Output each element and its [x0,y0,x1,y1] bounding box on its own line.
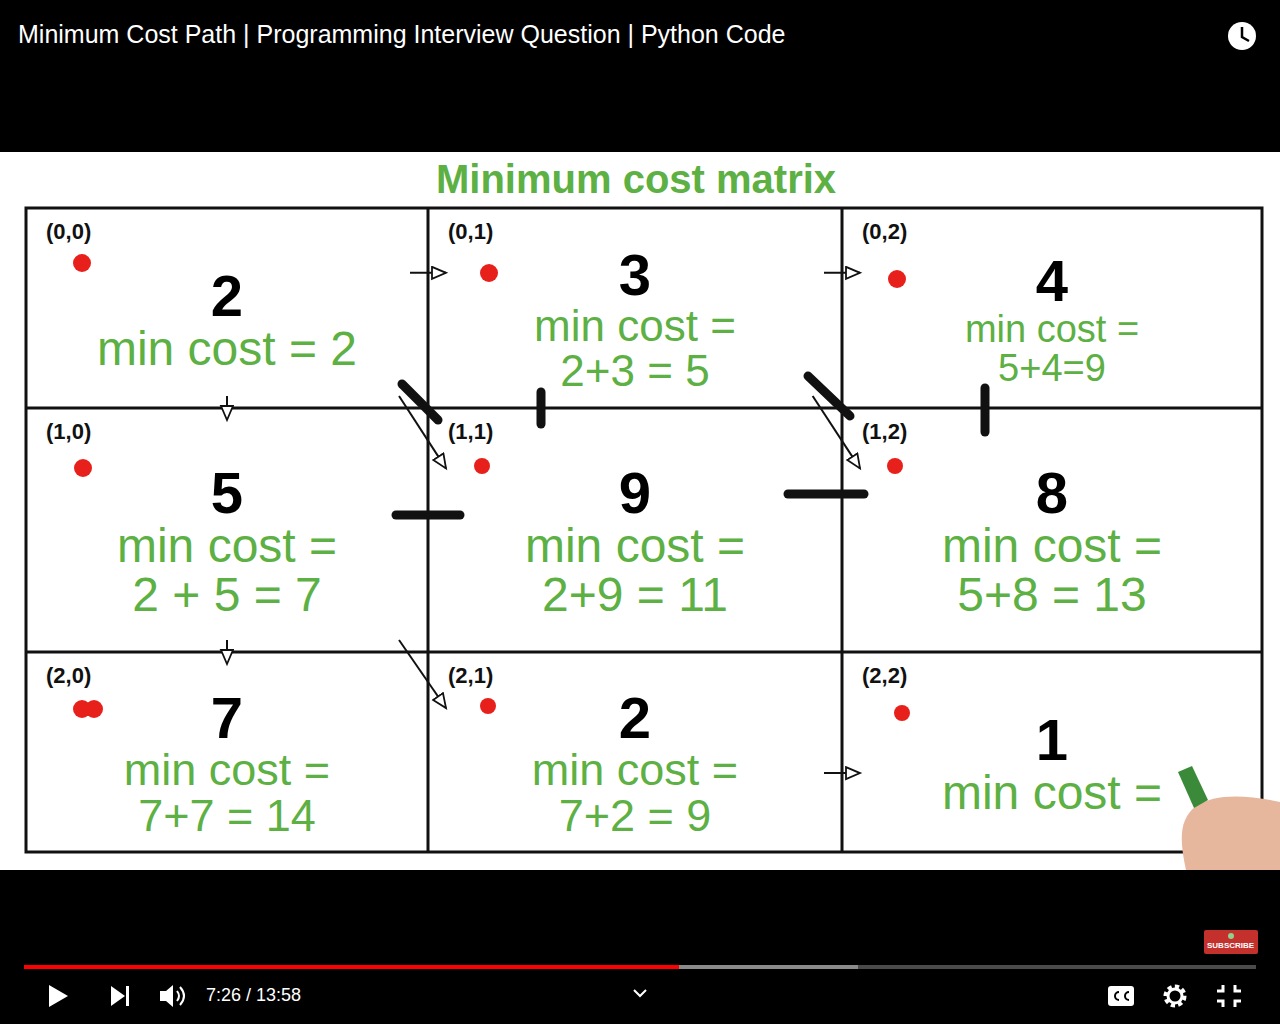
arrow-connector [226,640,228,664]
diagram-title: Minimum cost matrix [436,157,836,201]
arrow-connector [410,272,446,274]
arrow-connector [399,640,446,708]
min-cost-text: min cost = 2 + 5 = 7 [102,522,352,620]
subscribe-watermark: SUBSCRIBE [1207,942,1254,951]
arrow-connector [824,272,860,274]
arrow-connector [399,396,446,468]
tally-mark [402,384,438,420]
red-dot [887,458,903,474]
grid-line [26,651,1262,654]
red-dot [480,264,498,282]
marker-pen [1178,766,1208,808]
matrix-cell: (2,2)1min cost = [860,664,1244,840]
grid-line [427,208,430,852]
cell-coordinate: (0,0) [44,220,91,244]
grid-border [26,208,1262,852]
clock-icon [1228,22,1256,50]
cell-body: 9min cost = 2+9 = 11 [446,444,824,640]
cell-body: 2min cost = 2 [44,244,410,396]
red-dot [74,459,92,477]
arrow-connector [226,396,228,420]
min-cost-text: min cost = 5+4=9 [953,310,1151,388]
min-cost-text: min cost = 7+7 = 14 [110,747,344,839]
red-dot [894,705,910,721]
red-dot [85,700,103,718]
cell-body: 2min cost = 7+2 = 9 [446,688,824,840]
subscribe-badge [1204,930,1258,954]
min-cost-text: min cost = 2+9 = 11 [510,522,760,620]
red-dot [73,254,91,272]
matrix-cell: (2,0)7min cost = 7+7 = 14 [44,664,410,840]
video-title: Minimum Cost Path | Programming Intervie… [18,21,785,49]
hand [1182,796,1280,870]
min-cost-text: min cost = 2 [97,325,357,374]
cell-body: 8min cost = 5+8 = 13 [860,444,1244,640]
tally-mark [396,511,460,520]
grid-line [841,208,844,852]
cell-coordinate: (1,2) [860,420,907,444]
next-icon [111,986,125,1006]
matrix-cell: (2,1)2min cost = 7+2 = 9 [446,664,824,840]
min-cost-text: min cost = 5+8 = 13 [927,522,1177,620]
progress-buffer [24,965,858,969]
matrix-cell: (1,2)8min cost = 5+8 = 13 [860,420,1244,640]
cell-body: 7min cost = 7+7 = 14 [44,688,410,840]
tally-mark [537,392,546,424]
arrow-connector [824,772,860,774]
cell-body: 4min cost = 5+4=9 [860,244,1244,396]
cell-value: 7 [211,689,243,747]
cell-value: 9 [619,464,651,522]
matrix-cell: (0,0)2min cost = 2 [44,220,410,396]
grid-line [26,407,1262,410]
cell-value: 4 [1036,252,1068,310]
cell-value: 2 [619,689,651,747]
red-dot [888,270,906,288]
cell-value: 2 [211,267,243,325]
min-cost-text: min cost = 7+2 = 9 [518,747,752,839]
cell-coordinate: (2,0) [44,664,91,688]
cell-value: 3 [619,246,651,304]
clock-hands [1242,27,1249,41]
cell-body: 1min cost = [860,688,1244,840]
red-dot [480,698,496,714]
tally-mark [808,376,850,416]
matrix-cell: (0,2)4min cost = 5+4=9 [860,220,1244,396]
cell-value: 8 [1036,464,1068,522]
red-dot [474,458,490,474]
cell-body: 5min cost = 2 + 5 = 7 [44,444,410,640]
progress-track [24,965,1256,969]
min-cost-text: min cost = 2+3 = 5 [521,304,750,394]
cell-value: 5 [211,464,243,522]
cell-coordinate: (0,2) [860,220,907,244]
tally-mark [788,490,864,499]
captions-icon [1108,986,1134,1006]
arrow-connector [813,396,860,468]
subscribe-badge-icon [1228,933,1234,939]
whiteboard [0,152,1280,870]
matrix-cell: (0,1)3min cost = 2+3 = 5 [446,220,824,396]
min-cost-text: min cost = [942,769,1162,818]
progress-played [24,965,679,969]
time-display: 7:26 / 13:58 [206,986,301,1006]
settings-icon [1168,989,1182,1003]
volume-icon [160,985,173,1007]
cell-coordinate: (2,2) [860,664,907,688]
settings-teeth [1166,987,1184,1005]
matrix-cell: (1,1)9min cost = 2+9 = 11 [446,420,824,640]
play-icon [49,985,68,1007]
cell-body: 3min cost = 2+3 = 5 [446,244,824,396]
cell-coordinate: (1,1) [446,420,493,444]
matrix-cell: (1,0)5min cost = 2 + 5 = 7 [44,420,410,640]
cell-value: 1 [1036,711,1068,769]
volume-waves [177,987,184,1005]
captions-glyph [1115,992,1129,1000]
chevron-icon [634,990,646,996]
fullscreen-exit-icon [1217,985,1241,1007]
tally-mark [981,388,990,432]
next-icon-bar [126,986,129,1006]
cell-coordinate: (2,1) [446,664,493,688]
cell-coordinate: (0,1) [446,220,493,244]
cell-coordinate: (1,0) [44,420,91,444]
